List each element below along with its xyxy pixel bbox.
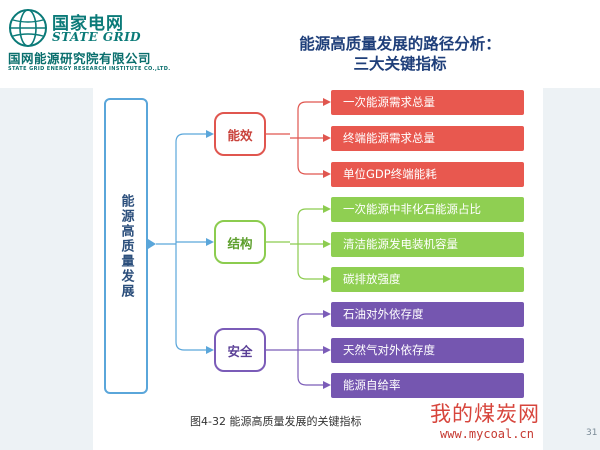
efficiency-arrow-1-icon	[323, 98, 331, 106]
watermark-url: www.mycoal.cn	[440, 427, 534, 441]
slide-title-line2: 三大关键指标	[353, 55, 447, 73]
structure-arrow-2-icon	[323, 240, 331, 248]
arrow-structure-icon	[206, 238, 214, 246]
state-grid-logo: 国家电网 STATE GRID	[6, 6, 206, 76]
figure-caption: 图4-32 能源高质量发展的关键指标	[190, 415, 362, 428]
security-arrow-1-icon	[323, 310, 331, 318]
root-node-label: 能源高质量发展	[118, 193, 134, 299]
logo-chinese-name: 国家电网	[52, 14, 124, 34]
leaf-security-1: 石油对外依存度	[331, 302, 524, 327]
globe-logo-icon	[9, 9, 47, 47]
structure-arrow-3-icon	[323, 275, 331, 283]
leaf-efficiency-3: 单位GDP终端能耗	[331, 162, 524, 187]
root-arrow-icon	[148, 239, 156, 249]
watermark: 我的煤炭网 www.mycoal.cn	[412, 398, 592, 448]
arrow-security-icon	[206, 346, 214, 354]
logo-english-name: STATE GRID	[52, 30, 142, 44]
slide-title-line1: 能源高质量发展的路径分析：	[299, 35, 501, 53]
security-arrow-3-icon	[323, 381, 331, 389]
leaf-efficiency-1: 一次能源需求总量	[331, 90, 524, 115]
leaf-structure-2: 清洁能源发电装机容量	[331, 232, 524, 257]
organization-name-en: STATE GRID ENERGY RESEARCH INSTITUTE CO.…	[8, 66, 171, 72]
category-structure: 结构	[214, 220, 266, 264]
security-arrow-2-icon	[323, 346, 331, 354]
category-efficiency: 能效	[214, 112, 266, 156]
leaf-structure-3: 碳排放强度	[331, 267, 524, 292]
leaf-security-2: 天然气对外依存度	[331, 338, 524, 363]
watermark-text: 我的煤炭网	[430, 402, 540, 426]
efficiency-arrow-2-icon	[323, 134, 331, 142]
arrow-efficiency-icon	[206, 130, 214, 138]
page-number: 31	[586, 428, 598, 438]
leaf-efficiency-2: 终端能源需求总量	[331, 126, 524, 151]
structure-arrow-1-icon	[323, 205, 331, 213]
organization-name-cn: 国网能源研究院有限公司	[8, 51, 152, 66]
root-node: 能源高质量发展	[104, 98, 148, 394]
leaf-security-3: 能源自给率	[331, 373, 524, 398]
leaf-structure-1: 一次能源中非化石能源占比	[331, 197, 524, 222]
slide-title: 能源高质量发展的路径分析： 三大关键指标	[270, 34, 530, 74]
efficiency-arrow-3-icon	[323, 170, 331, 178]
category-security: 安全	[214, 328, 266, 372]
